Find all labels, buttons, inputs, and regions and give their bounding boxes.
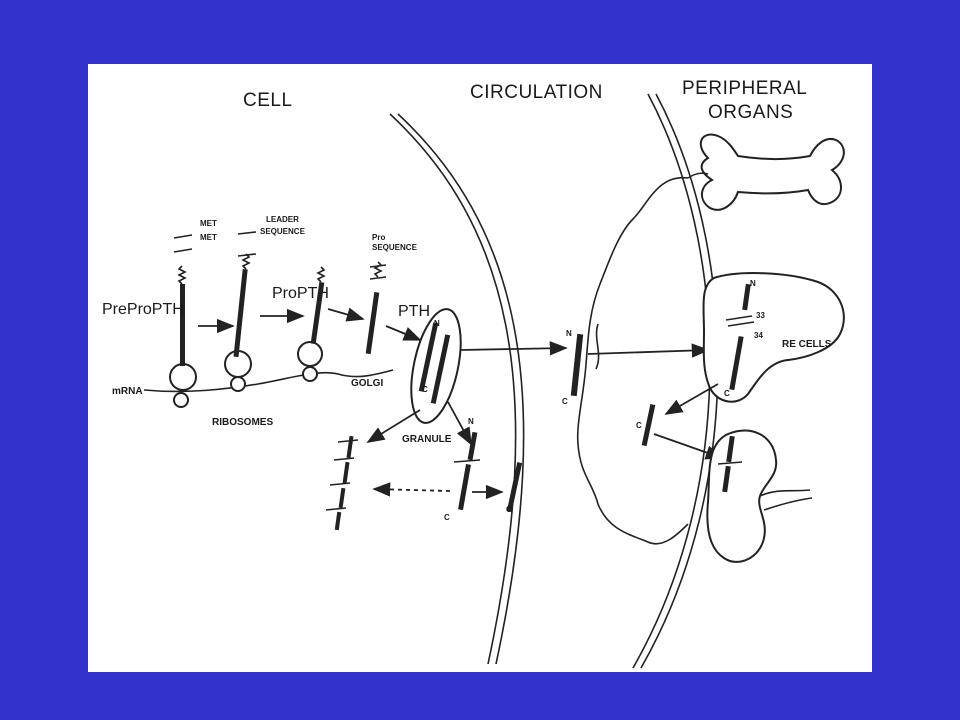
circ-n-label: N <box>566 329 572 338</box>
arrow-to-granule <box>385 325 422 341</box>
mid-cut-1 <box>453 459 481 463</box>
cell-membrane-inner <box>397 113 525 665</box>
preproPTH-label: PreProPTH <box>102 301 184 318</box>
leader-label-1: LEADER <box>266 215 299 224</box>
granule-chain-1 <box>418 322 439 392</box>
mid-c-label: C <box>444 513 450 522</box>
c-fragment <box>506 462 523 513</box>
peripheral-c-fragment <box>641 404 656 447</box>
ribosome-1-large <box>169 363 197 391</box>
fragment-cut-3 <box>329 482 351 486</box>
fragment-cut-1 <box>337 439 359 443</box>
preproPTH-chain <box>180 284 185 366</box>
proPTH-zigzag <box>316 266 326 283</box>
preproPTH-signal-zigzag <box>177 265 187 285</box>
fragment-left-3 <box>338 487 346 509</box>
pro-label-2: SEQUENCE <box>372 243 418 252</box>
granule-label: GRANULE <box>402 434 452 445</box>
kidney-chain-top <box>726 435 735 463</box>
circulating-pth <box>570 333 584 397</box>
circulation-header: CIRCULATION <box>470 82 603 103</box>
pro-cleavage-1 <box>369 276 387 280</box>
kidney-organ <box>706 429 778 563</box>
leader-chain <box>233 269 248 358</box>
ribosome-1-small <box>173 392 189 408</box>
re-chain-bottom <box>729 336 744 391</box>
leader-zigzag <box>241 253 251 270</box>
granule-n-label: N <box>434 319 440 328</box>
re-n-label: N <box>750 279 756 288</box>
re-c-label: C <box>724 389 730 398</box>
proPTH-label: ProPTH <box>272 285 329 302</box>
arrow-to-re-cells <box>587 343 710 358</box>
granule-chain-2 <box>430 334 451 404</box>
pro-zigzag <box>373 261 383 278</box>
cell-membrane-outer <box>389 113 517 665</box>
pth-label: PTH <box>398 303 430 320</box>
arrow-to-kidney <box>653 433 724 460</box>
golgi-label: GOLGI <box>351 378 383 389</box>
pth-metabolism-diagram: CELL CIRCULATION PERIPHERAL ORGANS mRNA … <box>102 78 845 669</box>
arrow-dashed-fragments <box>372 482 451 497</box>
met-label-2: MET <box>200 233 217 242</box>
bone-organ <box>699 133 845 211</box>
met-cleavage-1 <box>173 248 193 253</box>
c-fragment-label: C <box>506 505 512 514</box>
fragment-left-1 <box>346 435 354 459</box>
arrow-intact-release <box>447 401 472 446</box>
re-cells-label: RE CELLS <box>782 339 832 350</box>
proPTH-chain <box>310 282 325 345</box>
re-cut-1 <box>725 315 753 321</box>
mid-chain-bottom <box>458 464 471 511</box>
arrow-intracellular-degradation <box>366 409 421 443</box>
kidney-cut <box>717 461 743 465</box>
peripheral-header-line2: ORGANS <box>708 102 793 123</box>
re-34-label: 34 <box>754 331 763 340</box>
mid-chain-top <box>467 431 478 461</box>
kidney-chain-bottom <box>722 465 731 493</box>
re-chain-top <box>742 283 751 311</box>
circulation-blob-ripple <box>595 323 600 370</box>
re-cut-2 <box>727 321 755 327</box>
blob-bone-link <box>687 172 709 179</box>
mrna-strand <box>143 369 394 393</box>
ribosome-3-small <box>302 366 318 382</box>
arrow-to-golgi <box>327 307 365 322</box>
circulation-blob <box>576 176 689 545</box>
re-cells-organ <box>702 272 845 403</box>
arrow-re-to-fragment <box>664 383 719 415</box>
granule-c-label: C <box>422 385 428 394</box>
met-cleavage-2 <box>173 234 193 239</box>
fragment-cut-2 <box>333 457 355 461</box>
golgi-chain <box>365 292 380 355</box>
leader-cleavage-2 <box>237 231 257 235</box>
mrna-label: mRNA <box>112 386 143 397</box>
circ-c-label: C <box>562 397 568 406</box>
arrow-secretion <box>459 341 568 356</box>
ribosome-3-large <box>297 341 323 367</box>
peripheral-header-line1: PERIPHERAL <box>682 78 807 99</box>
ribosomes-label: RIBOSOMES <box>212 417 273 428</box>
diagram-panel: CELL CIRCULATION PERIPHERAL ORGANS mRNA … <box>88 64 872 672</box>
pc-c-label: C <box>636 421 642 430</box>
fragment-left-4 <box>334 511 342 531</box>
pro-cleavage-2 <box>369 264 387 268</box>
mid-n-label: N <box>468 417 474 426</box>
leader-cleavage-1 <box>237 253 257 257</box>
fragment-cut-4 <box>325 507 347 511</box>
fragment-left-2 <box>342 461 350 485</box>
cell-header: CELL <box>243 90 293 111</box>
met-label-1: MET <box>200 219 217 228</box>
re-33-label: 33 <box>756 311 765 320</box>
leader-label-2: SEQUENCE <box>260 227 306 236</box>
pro-label-1: Pro <box>372 233 385 242</box>
ureter <box>759 489 813 511</box>
ribosome-2-small <box>230 376 246 392</box>
peripheral-boundary-inner <box>640 93 719 669</box>
